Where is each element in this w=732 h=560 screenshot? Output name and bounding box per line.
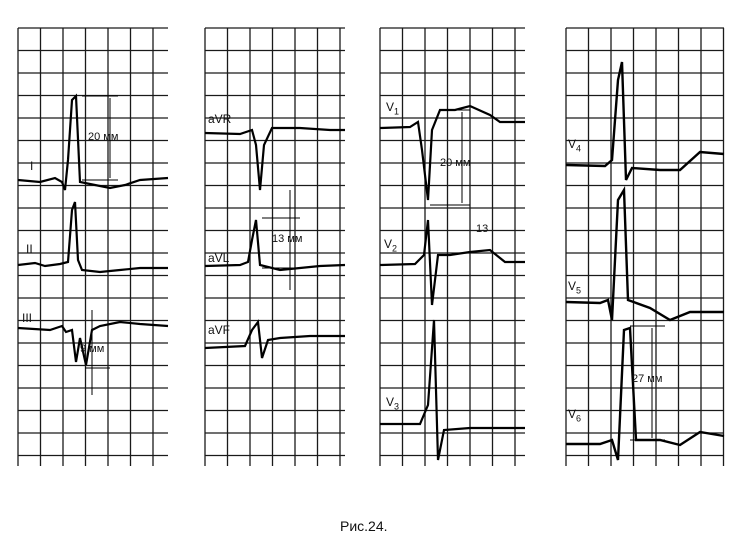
lead-label-v1: V1 <box>386 101 399 116</box>
trace-lead-v3 <box>380 319 525 461</box>
lead-label-i: I <box>30 159 34 173</box>
lead-label-v2: V2 <box>384 238 397 253</box>
trace-lead-i <box>17 93 169 191</box>
trace-lead-iii <box>17 320 169 366</box>
lead-label-v3: V3 <box>386 396 399 411</box>
ecg-panel-chest-leads-1 <box>379 27 525 466</box>
lead-letter-v3: V <box>386 395 395 409</box>
measure-bracket-lead-i <box>82 95 118 181</box>
trace-lead-v2 <box>379 219 525 306</box>
lead-letter-v2: V <box>384 237 393 251</box>
ecg-grid-panel-3 <box>379 27 525 466</box>
lead-sub-v2: 2 <box>392 243 398 254</box>
measurement-lead-avl: 13 мм <box>272 233 303 245</box>
lead-label-iii: III <box>22 311 33 325</box>
lead-label-v6: V6 <box>568 408 581 423</box>
measurement-lead-v1: 20 мм <box>440 157 471 169</box>
lead-label-avr: aVR <box>208 112 232 126</box>
lead-letter-v1: V <box>386 100 395 114</box>
ecg-panel-limb-leads <box>17 27 168 466</box>
lead-label-ii: II <box>26 242 33 256</box>
ecg-grid-panel-4 <box>565 27 725 466</box>
ecg-grid-panel-1 <box>17 27 168 466</box>
measure-bracket-lead-avl <box>262 190 300 290</box>
trace-lead-v1 <box>379 104 525 201</box>
measure-bracket-lead-v1 <box>430 109 470 206</box>
trace-lead-v5 <box>565 185 724 322</box>
ecg-panel-chest-leads-2 <box>565 27 725 466</box>
lead-letter-v4: V <box>568 137 577 151</box>
lead-letter-v6: V <box>568 407 577 421</box>
lead-letter-v5: V <box>568 279 577 293</box>
trace-lead-ii <box>17 201 168 274</box>
trace-lead-avl <box>204 219 346 272</box>
ecg-grid-panel-2 <box>204 27 345 466</box>
trace-lead-avr <box>204 126 345 191</box>
lead-sub-v5: 5 <box>576 285 582 296</box>
measurement-lead-iii: 9 мм <box>80 343 105 355</box>
measure-bracket-lead-iii <box>85 310 110 395</box>
lead-label-avf: aVF <box>208 323 231 337</box>
lead-sub-v1: 1 <box>394 106 400 117</box>
figure-caption: Рис.24. <box>340 518 388 534</box>
measure-bracket-lead-v6 <box>630 325 665 441</box>
measurement-lead-i: 20 мм <box>88 131 119 143</box>
lead-sub-v3: 3 <box>394 401 400 412</box>
lead-sub-v6: 6 <box>576 413 582 424</box>
measurement-lead-v2: 13 <box>476 223 489 235</box>
trace-lead-v6 <box>566 326 725 461</box>
measurement-lead-v6: 27 мм <box>632 373 663 385</box>
lead-label-avl: aVL <box>208 251 230 265</box>
lead-sub-v4: 4 <box>576 143 582 154</box>
lead-label-v5: V5 <box>568 280 581 295</box>
trace-lead-v4 <box>565 61 725 181</box>
trace-lead-avf <box>204 319 345 359</box>
lead-label-v4: V4 <box>568 138 581 153</box>
ecg-panel-augmented-leads <box>204 27 345 466</box>
